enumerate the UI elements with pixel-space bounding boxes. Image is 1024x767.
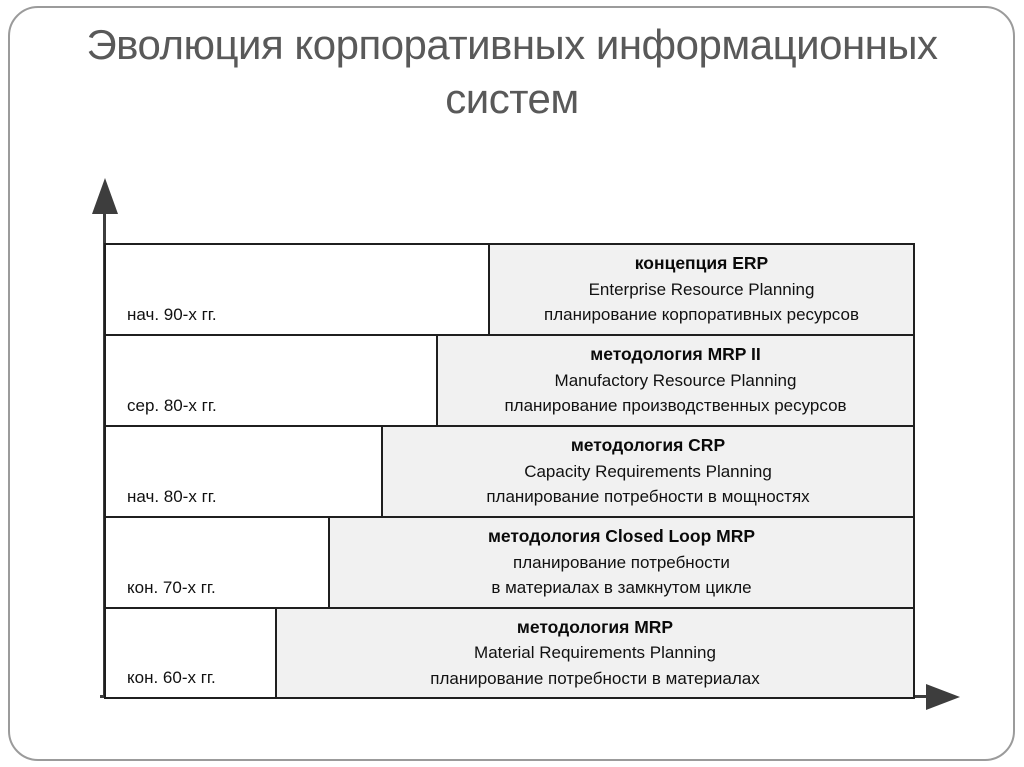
period-label: кон. 60-х гг. xyxy=(127,668,216,687)
period-label: нач. 90-х гг. xyxy=(127,305,217,324)
period-cell: кон. 60-х гг. xyxy=(104,607,277,699)
method-title: методология CRP xyxy=(570,435,726,456)
method-subtitle-ru: планирование потребности в мощностях xyxy=(486,487,810,507)
method-subtitle-ru: планирование корпоративных ресурсов xyxy=(544,305,859,325)
method-subtitle-en: Manufactory Resource Planning xyxy=(554,370,797,390)
method-subtitle-ru: планирование потребности в материалах xyxy=(430,668,760,688)
method-subtitle-ru: планирование потребности xyxy=(513,552,730,572)
method-title: методология MRP xyxy=(516,616,674,637)
period-label: кон. 70-х гг. xyxy=(127,578,216,597)
method-box: методология CRP Capacity Requirements Pl… xyxy=(381,425,915,518)
period-label: сер. 80-х гг. xyxy=(127,396,217,415)
period-cell: сер. 80-х гг. xyxy=(104,334,438,427)
timeline-row-erp: нач. 90-х гг. концепция ERP Enterprise R… xyxy=(104,243,915,336)
page-title: Эволюция корпоративных информационных си… xyxy=(86,21,938,122)
method-box: методология Closed Loop MRP планирование… xyxy=(328,516,915,609)
method-title: концепция ERP xyxy=(634,253,769,274)
method-subtitle-en: Capacity Requirements Planning xyxy=(524,461,772,481)
period-cell: нач. 80-х гг. xyxy=(104,425,383,518)
method-title: методология MRP II xyxy=(590,344,761,365)
timeline-row-closed-loop-mrp: кон. 70-х гг. методология Closed Loop MR… xyxy=(104,516,915,609)
timeline-row-mrp: кон. 60-х гг. методология MRP Material R… xyxy=(104,607,915,699)
method-subtitle-en: Enterprise Resource Planning xyxy=(588,279,815,299)
timeline-row-mrp2: сер. 80-х гг. методология MRP II Manufac… xyxy=(104,334,915,427)
period-cell: кон. 70-х гг. xyxy=(104,516,330,609)
period-cell: нач. 90-х гг. xyxy=(104,243,490,336)
method-box: методология MRP Material Requirements Pl… xyxy=(275,607,915,699)
method-box: методология MRP II Manufactory Resource … xyxy=(436,334,915,427)
method-subtitle-en: Material Requirements Planning xyxy=(474,643,716,663)
period-label: нач. 80-х гг. xyxy=(127,487,217,506)
timeline-row-crp: нач. 80-х гг. методология CRP Capacity R… xyxy=(104,425,915,518)
method-subtitle-ru: в материалах в замкнутом цикле xyxy=(491,578,752,598)
up-arrow-icon xyxy=(92,178,118,214)
method-box: концепция ERP Enterprise Resource Planni… xyxy=(488,243,915,336)
method-title: методология Closed Loop MRP xyxy=(487,526,756,547)
right-arrow-icon xyxy=(926,684,960,710)
method-subtitle-ru: планирование производственных ресурсов xyxy=(504,396,847,416)
